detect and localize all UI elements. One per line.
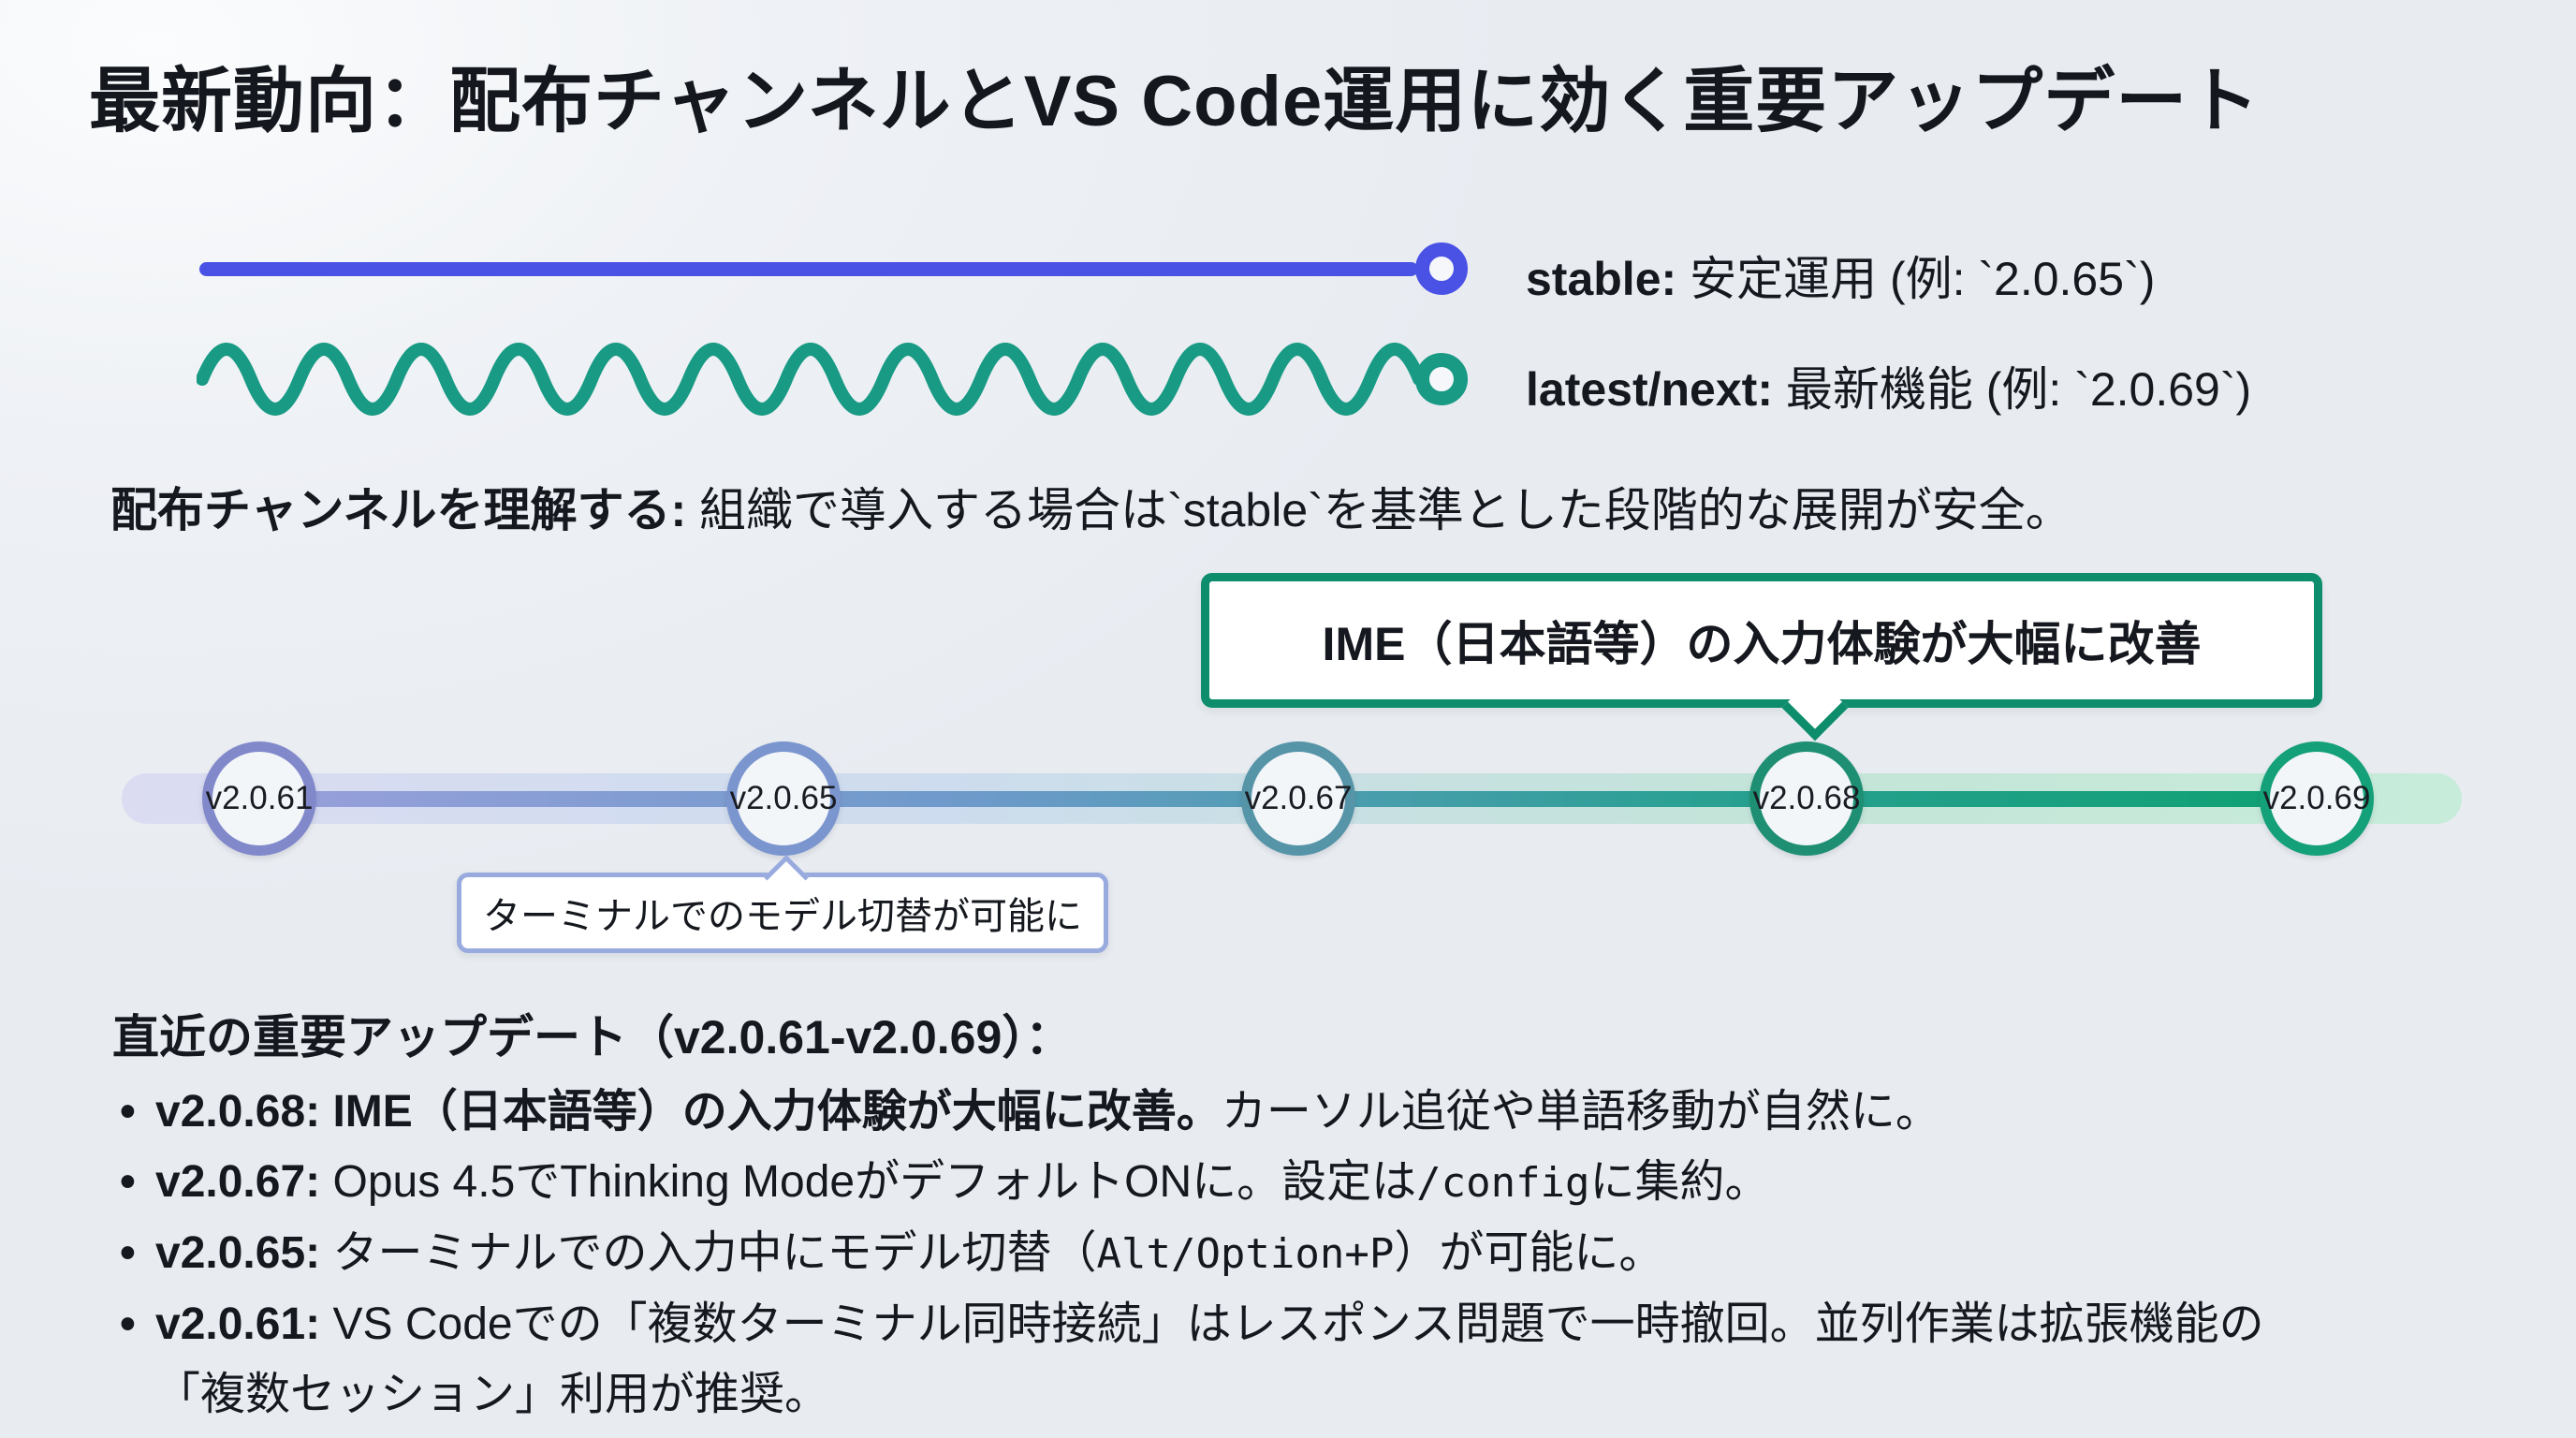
- stable-endpoint-ring-icon: [1415, 242, 1468, 295]
- timeline-node-label: v2.0.61: [205, 780, 314, 816]
- updates-section: 直近の重要アップデート（v2.0.61-v2.0.69）： • v2.0.68: …: [110, 1000, 2357, 1430]
- terminal-model-switch-callout: ターミナルでのモデル切替が可能に: [457, 854, 1108, 953]
- timeline-node-v2-0-69: v2.0.69: [2260, 741, 2374, 856]
- update-item-text: v2.0.61: VS Codeでの「複数ターミナル同時接続」はレスポンス問題で…: [155, 1299, 2264, 1419]
- latest-legend-label: latest/next: 最新機能 (例: `2.0.69`): [1526, 352, 2251, 419]
- latest-legend-keyword: latest/next:: [1526, 363, 1773, 416]
- stable-legend-label: stable: 安定運用 (例: `2.0.65`): [1526, 242, 2155, 309]
- timeline-node-v2-0-67: v2.0.67: [1241, 741, 1355, 856]
- channel-intro-text: 配布チャンネルを理解する: 組織で導入する場合は`stable`を基準とした段階…: [110, 473, 2072, 540]
- update-item: • v2.0.68: IME（日本語等）の入力体験が大幅に改善。カーソル追従や単語…: [110, 1077, 2357, 1147]
- updates-heading: 直近の重要アップデート（v2.0.61-v2.0.69）：: [112, 1011, 1073, 1064]
- timeline-node-label: v2.0.68: [1752, 780, 1861, 816]
- timeline-node-label: v2.0.69: [2262, 780, 2371, 816]
- bullet-dot-icon: •: [120, 1087, 136, 1137]
- latest-endpoint-ring-icon: [1415, 353, 1468, 405]
- timeline-node-label: v2.0.65: [729, 780, 838, 816]
- channel-intro-body: 組織で導入する場合は`stable`を基準とした段階的な展開が安全。: [686, 484, 2072, 536]
- update-item: • v2.0.67: Opus 4.5でThinking ModeがデフォルトON…: [110, 1147, 2357, 1218]
- stable-legend-description: 安定運用 (例: `2.0.65`): [1676, 253, 2156, 305]
- timeline-node-v2-0-61: v2.0.61: [202, 741, 316, 856]
- channel-intro-lead: 配布チャンネルを理解する:: [110, 484, 687, 536]
- update-item-text: v2.0.67: Opus 4.5でThinking ModeがデフォルトONに…: [155, 1157, 1770, 1207]
- timeline-node-label: v2.0.67: [1244, 780, 1353, 816]
- ime-callout: IME（日本語等）の入力体験が大幅に改善: [1201, 573, 2322, 741]
- terminal-callout-text: ターミナルでのモデル切替が可能に: [483, 896, 1082, 937]
- latest-legend-description: 最新機能 (例: `2.0.69`): [1772, 363, 2252, 416]
- latest-wavy-line-icon: [197, 343, 1426, 416]
- bullet-dot-icon: •: [120, 1157, 136, 1207]
- timeline-node-v2-0-68: v2.0.68: [1749, 741, 1864, 856]
- update-item: • v2.0.65: ターミナルでの入力中にモデル切替（Alt/Option+P）…: [110, 1218, 2357, 1289]
- stable-legend-keyword: stable:: [1526, 253, 1677, 305]
- ime-callout-tail-icon: [1781, 674, 1849, 741]
- bullet-dot-icon: •: [120, 1228, 136, 1278]
- update-item-text: v2.0.68: IME（日本語等）の入力体験が大幅に改善。カーソル追従や単語移…: [155, 1087, 1940, 1137]
- timeline-node-v2-0-65: v2.0.65: [726, 741, 841, 856]
- update-item: • v2.0.61: VS Codeでの「複数ターミナル同時接続」はレスポンス問題…: [110, 1289, 2357, 1430]
- page-title: 最新動向：配布チャンネルとVS Code運用に効く重要アップデート: [89, 62, 2261, 141]
- bullet-dot-icon: •: [120, 1299, 136, 1349]
- stable-line-icon: [199, 262, 1418, 276]
- ime-callout-text: IME（日本語等）の入力体験が大幅に改善: [1322, 618, 2202, 670]
- update-item-text: v2.0.65: ターミナルでの入力中にモデル切替（Alt/Option+P）が…: [155, 1228, 1664, 1278]
- updates-list: • v2.0.68: IME（日本語等）の入力体験が大幅に改善。カーソル追従や単語…: [110, 1077, 2357, 1430]
